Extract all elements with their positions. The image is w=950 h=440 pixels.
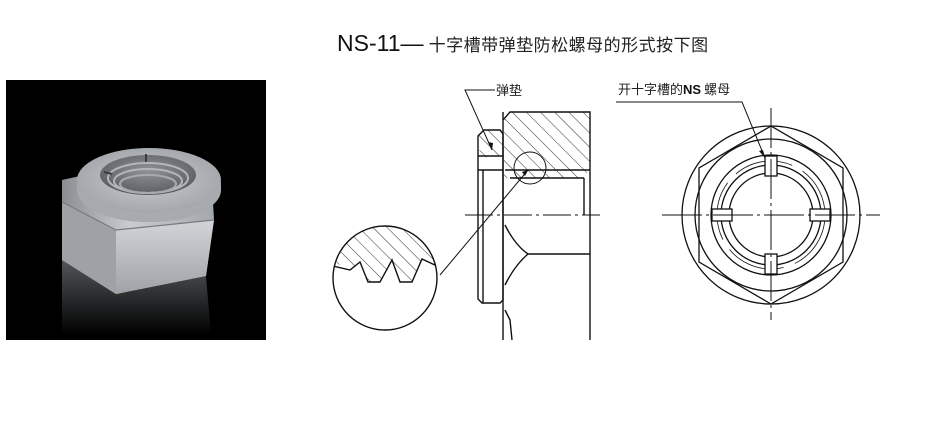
front-view-label-ns: NS <box>683 82 701 97</box>
nut-photo-illustration <box>6 80 266 340</box>
page-title: NS-11— 十字槽带弹垫防松螺母的形式按下图 <box>337 30 709 57</box>
title-dash: — <box>400 30 424 56</box>
product-photo <box>6 80 266 340</box>
front-view <box>662 108 880 320</box>
section-view <box>439 111 600 340</box>
front-view-label-suffix: 螺母 <box>704 83 730 98</box>
thread-detail-view <box>332 225 438 331</box>
washer-label: 弹垫 <box>496 83 522 99</box>
detail-marker-circle <box>513 151 547 185</box>
front-view-label-prefix: 开十字槽的 <box>618 82 683 98</box>
title-description: 十字槽带弹垫防松螺母的形式按下图 <box>428 36 709 56</box>
washer-label-leader: 弹垫 <box>464 83 522 151</box>
title-code: NS-11 <box>337 30 401 56</box>
